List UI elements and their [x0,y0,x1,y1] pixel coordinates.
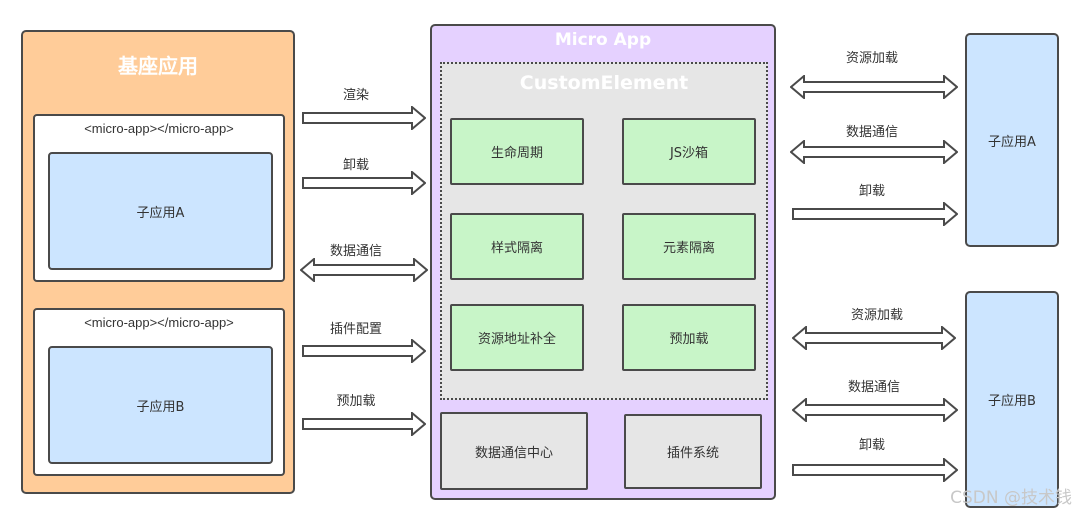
arrow-resource-load-a [790,75,958,99]
plugin-system: 插件系统 [624,414,762,489]
arrow-label-unload-b: 卸载 [858,438,885,453]
arrow-shape [790,75,958,99]
child-app-a: 子应用A [965,33,1059,247]
feature-label: 元素隔离 [662,241,715,256]
arrow-preload [302,412,426,436]
core-module-label: 插件系统 [666,446,719,461]
micro-app-mount-a: <micro-app></micro-app> 子应用A [33,114,285,282]
feature-label: 预加载 [669,332,709,347]
micro-app-tag: <micro-app></micro-app> [84,315,234,330]
data-communication-center: 数据通信中心 [440,412,588,490]
arrow-plugin-config [302,339,426,363]
feature-preload: 预加载 [622,304,756,371]
arrow-data-communication-a [790,140,958,164]
micro-app-tag: <micro-app></micro-app> [84,121,234,136]
feature-style-isolation: 样式隔离 [450,213,584,280]
arrow-unload-a [792,202,958,226]
micro-app-title: Micro App [554,30,652,50]
child-app-label: 子应用A [988,134,1036,150]
micro-app-container: Micro App CustomElement 生命周期 JS沙箱 样式隔离 元… [430,24,776,500]
feature-resource-path-completion: 资源地址补全 [450,304,584,371]
arrow-label-plugin-config: 插件配置 [329,322,382,337]
watermark: CSDN @技术钱 [950,488,1072,508]
arrow-unload-b [792,458,958,482]
arrow-label-resource-load-b: 资源加载 [850,308,903,323]
arrow-shape [302,339,426,363]
arrow-shape [792,398,958,422]
arrow-render [302,106,426,130]
base-app-container: 基座应用 <micro-app></micro-app> 子应用A <micro… [21,30,295,494]
feature-element-isolation: 元素隔离 [622,213,756,280]
micro-app-mount-b: <micro-app></micro-app> 子应用B [33,308,285,476]
arrow-label-unload: 卸载 [342,158,369,173]
arrow-resource-load-b [792,326,956,350]
arrow-label-unload-a: 卸载 [858,184,885,199]
arrow-shape [792,458,958,482]
arrow-shape [302,412,426,436]
arrow-label-data-communication: 数据通信 [329,244,382,259]
arrow-label-data-communication-a: 数据通信 [845,125,898,140]
feature-lifecycle: 生命周期 [450,118,584,185]
custom-element-title: CustomElement [519,72,689,94]
child-app-label: 子应用B [988,394,1036,409]
feature-label: 资源地址补全 [477,332,556,347]
arrow-shape [300,258,428,282]
arrow-shape [792,202,958,226]
core-module-label: 数据通信中心 [474,445,553,461]
arrow-label-resource-load-a: 资源加载 [845,51,898,66]
child-app-label: 子应用B [136,399,185,415]
arrow-data-communication [300,258,428,282]
arrow-label-data-communication-b: 数据通信 [847,380,900,395]
child-app-b: 子应用B [965,291,1059,508]
arrow-label-preload: 预加载 [336,394,376,409]
custom-element-container: CustomElement 生命周期 JS沙箱 样式隔离 元素隔离 资源地址补全… [440,62,768,400]
base-app-title: 基座应用 [118,54,198,78]
arrow-shape [302,171,426,195]
arrow-shape [302,106,426,130]
arrow-shape [792,326,956,350]
arrow-unload [302,171,426,195]
feature-js-sandbox: JS沙箱 [622,118,756,185]
feature-label: JS沙箱 [669,146,709,161]
embedded-child-app-a: 子应用A [48,152,273,270]
arrow-data-communication-b [792,398,958,422]
feature-label: 生命周期 [490,146,543,161]
arrow-shape [790,140,958,164]
child-app-label: 子应用A [136,205,185,221]
embedded-child-app-b: 子应用B [48,346,273,464]
arrow-label-render: 渲染 [342,88,369,103]
feature-label: 样式隔离 [490,241,543,256]
